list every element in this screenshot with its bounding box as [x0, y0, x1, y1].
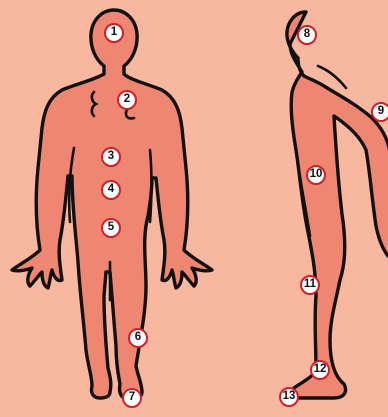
marker-1-label: 1 [111, 27, 117, 39]
front-body-silhouette [12, 10, 212, 400]
marker-10-label: 10 [310, 169, 323, 181]
marker-2-label: 2 [124, 94, 130, 106]
marker-11[interactable]: 11 [300, 275, 320, 295]
front-arm-line-right [150, 150, 152, 222]
marker-12[interactable]: 12 [310, 360, 330, 380]
marker-2[interactable]: 2 [117, 90, 137, 110]
marker-4-label: 4 [108, 184, 114, 196]
front-figure [12, 10, 212, 400]
marker-5-label: 5 [108, 222, 114, 234]
marker-8[interactable]: 8 [297, 25, 317, 45]
marker-6-label: 6 [135, 332, 141, 344]
side-body-silhouette [287, 12, 388, 398]
marker-7[interactable]: 7 [122, 388, 142, 408]
marker-7-label: 7 [129, 392, 135, 404]
marker-4[interactable]: 4 [101, 180, 121, 200]
marker-8-label: 8 [304, 29, 310, 41]
marker-9[interactable]: 9 [371, 102, 388, 122]
marker-13-label: 13 [283, 391, 296, 403]
marker-10[interactable]: 10 [306, 165, 326, 185]
marker-6[interactable]: 6 [128, 328, 148, 348]
marker-3[interactable]: 3 [101, 147, 121, 167]
marker-5[interactable]: 5 [101, 218, 121, 238]
marker-1[interactable]: 1 [104, 23, 124, 43]
marker-12-label: 12 [314, 364, 327, 376]
marker-13[interactable]: 13 [279, 387, 299, 407]
marker-3-label: 3 [108, 151, 114, 163]
marker-9-label: 9 [378, 106, 384, 118]
side-figure [287, 12, 388, 398]
marker-11-label: 11 [304, 279, 316, 291]
